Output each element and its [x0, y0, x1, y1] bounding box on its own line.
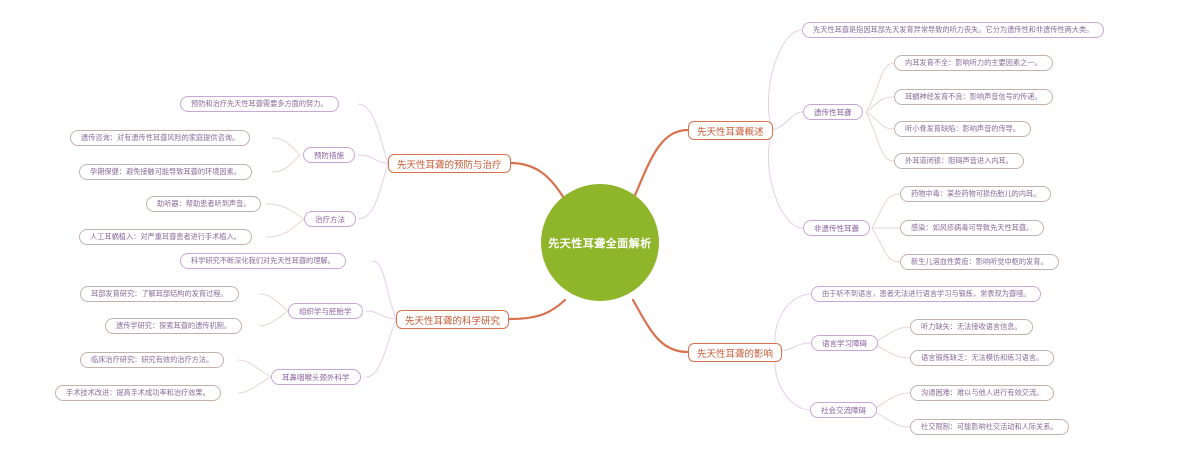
leaf-infection[interactable]: 感染：如风疹病毒可导致先天性耳聋。 — [900, 220, 1045, 236]
leaf-label: 人工耳蜗植入：对严重耳聋患者进行手术植入。 — [90, 232, 241, 241]
leaf-language-practice[interactable]: 语言锻炼缺乏：无法模仿和练习语言。 — [910, 350, 1055, 366]
leaf-label: 由于听不到语言，患者无法进行语言学习与锻炼，常表现为聋哑。 — [822, 289, 1031, 298]
branch-prevention-treatment[interactable]: 先天性耳聋的预防与治疗 — [388, 154, 511, 173]
leaf-label: 科学研究不断深化我们对先天性耳聋的理解。 — [191, 256, 335, 265]
node-label: 语言学习障碍 — [822, 338, 867, 348]
ent-surgery-node[interactable]: 耳鼻咽喉头颈外科学 — [271, 369, 361, 385]
histology-embryology-node[interactable]: 组织学与胚胎学 — [288, 303, 363, 319]
node-label: 社会交流障碍 — [821, 405, 866, 415]
leaf-neonatal-jaundice[interactable]: 新生儿溶血性黄疸：影响听觉中枢的发育。 — [900, 254, 1059, 270]
leaf-label: 预防和治疗先天性耳聋需要多方面的努力。 — [191, 99, 328, 108]
leaf-hearing-loss[interactable]: 听力缺失：无法接收语言信息。 — [910, 319, 1033, 335]
leaf-label: 耳蜗神经发育不良：影响声音信号的传递。 — [905, 92, 1042, 101]
leaf-hearing-aid[interactable]: 助听器：帮助患者听到声音。 — [146, 196, 262, 212]
branch-overview[interactable]: 先天性耳聋概述 — [688, 121, 773, 140]
non-hereditary-deafness-node[interactable]: 非遗传性耳聋 — [803, 220, 870, 236]
leaf-surgical-improvement[interactable]: 手术技术改进：提高手术成功率和治疗效果。 — [55, 385, 221, 401]
leaf-label: 药物中毒：某些药物可损伤胎儿的内耳。 — [911, 189, 1041, 198]
leaf-label: 听力缺失：无法接收语言信息。 — [921, 322, 1022, 331]
leaf-prenatal-care[interactable]: 孕期保健：避免接触可能导致耳聋的环境因素。 — [79, 164, 252, 180]
hereditary-deafness-node[interactable]: 遗传性耳聋 — [803, 104, 863, 120]
branch-research[interactable]: 先天性耳聋的科学研究 — [396, 310, 510, 329]
leaf-cochlear-nerve[interactable]: 耳蜗神经发育不良：影响声音信号的传递。 — [894, 89, 1053, 105]
node-label: 非遗传性耳聋 — [814, 223, 859, 233]
leaf-label: 临床治疗研究：研究有效的治疗方法。 — [91, 355, 214, 364]
branch-impact[interactable]: 先天性耳聋的影响 — [688, 343, 783, 362]
leaf-label: 内耳发育不全：影响听力的主要因素之一。 — [905, 58, 1042, 67]
leaf-label: 社交限制：可能影响社交活动和人际关系。 — [921, 422, 1058, 431]
leaf-label: 遗传学研究：探索耳聋的遗传机制。 — [116, 321, 232, 330]
language-learning-node[interactable]: 语言学习障碍 — [811, 335, 878, 351]
leaf-label: 外耳道闭锁：阻碍声音进入内耳。 — [905, 156, 1013, 165]
branch-prevention-label: 先天性耳聋的预防与治疗 — [397, 159, 502, 171]
branch-impact-label: 先天性耳聋的影响 — [697, 348, 774, 360]
node-label: 组织学与胚胎学 — [299, 306, 352, 316]
leaf-label: 听小骨发育缺陷：影响声音的传导。 — [905, 124, 1021, 133]
node-label: 耳鼻咽喉头颈外科学 — [282, 372, 350, 382]
node-label: 治疗方法 — [315, 214, 345, 224]
impact-summary-leaf[interactable]: 由于听不到语言，患者无法进行语言学习与锻炼，常表现为聋哑。 — [811, 286, 1042, 302]
branch-overview-label: 先天性耳聋概述 — [697, 126, 764, 138]
social-communication-node[interactable]: 社会交流障碍 — [810, 402, 877, 418]
root-label: 先天性耳聋全面解析 — [548, 236, 652, 250]
node-label: 遗传性耳聋 — [814, 107, 852, 117]
treatment-methods-node[interactable]: 治疗方法 — [304, 211, 356, 227]
branch-research-label: 先天性耳聋的科学研究 — [405, 315, 501, 327]
leaf-communication-difficulty[interactable]: 沟通困难：难以与他人进行有效交流。 — [910, 385, 1055, 401]
overview-definition-leaf[interactable]: 先天性耳聋是指因耳部先天发育异常导致的听力丧失。它分为遗传性和非遗传性两大类。 — [802, 22, 1105, 38]
leaf-ear-development[interactable]: 耳部发育研究：了解耳部结构的发育过程。 — [80, 286, 239, 302]
root-node[interactable]: 先天性耳聋全面解析 — [541, 184, 659, 301]
leaf-label: 耳部发育研究：了解耳部结构的发育过程。 — [91, 289, 228, 298]
leaf-label: 先天性耳聋是指因耳部先天发育异常导致的听力丧失。它分为遗传性和非遗传性两大类。 — [813, 25, 1094, 34]
leaf-label: 沟通困难：难以与他人进行有效交流。 — [921, 388, 1044, 397]
research-summary-leaf[interactable]: 科学研究不断深化我们对先天性耳聋的理解。 — [180, 253, 346, 269]
leaf-drug-poisoning[interactable]: 药物中毒：某些药物可损伤胎儿的内耳。 — [900, 186, 1052, 202]
prevention-measures-node[interactable]: 预防措施 — [303, 147, 355, 163]
leaf-ear-canal[interactable]: 外耳道闭锁：阻碍声音进入内耳。 — [894, 153, 1024, 169]
leaf-label: 感染：如风疹病毒可导致先天性耳聋。 — [911, 223, 1034, 232]
leaf-cochlear-implant[interactable]: 人工耳蜗植入：对严重耳聋患者进行手术植入。 — [79, 229, 252, 245]
leaf-label: 助听器：帮助患者听到声音。 — [157, 199, 251, 208]
prevention-summary-leaf[interactable]: 预防和治疗先天性耳聋需要多方面的努力。 — [180, 96, 339, 112]
leaf-ossicles[interactable]: 听小骨发育缺陷：影响声音的传导。 — [894, 121, 1032, 137]
leaf-label: 语言锻炼缺乏：无法模仿和练习语言。 — [921, 353, 1044, 362]
leaf-label: 新生儿溶血性黄疸：影响听觉中枢的发育。 — [911, 257, 1048, 266]
leaf-inner-ear[interactable]: 内耳发育不全：影响听力的主要因素之一。 — [894, 55, 1053, 71]
leaf-label: 手术技术改进：提高手术成功率和治疗效果。 — [66, 388, 210, 397]
node-label: 预防措施 — [314, 150, 344, 160]
leaf-social-limits[interactable]: 社交限制：可能影响社交活动和人际关系。 — [910, 419, 1069, 435]
leaf-clinical-research[interactable]: 临床治疗研究：研究有效的治疗方法。 — [80, 352, 225, 368]
leaf-genetics-research[interactable]: 遗传学研究：探索耳聋的遗传机制。 — [105, 318, 243, 334]
leaf-label: 孕期保健：避免接触可能导致耳聋的环境因素。 — [90, 167, 241, 176]
leaf-genetic-counseling[interactable]: 遗传咨询：对有遗传性耳聋风险的家庭提供咨询。 — [70, 130, 251, 146]
leaf-label: 遗传咨询：对有遗传性耳聋风险的家庭提供咨询。 — [81, 133, 240, 142]
